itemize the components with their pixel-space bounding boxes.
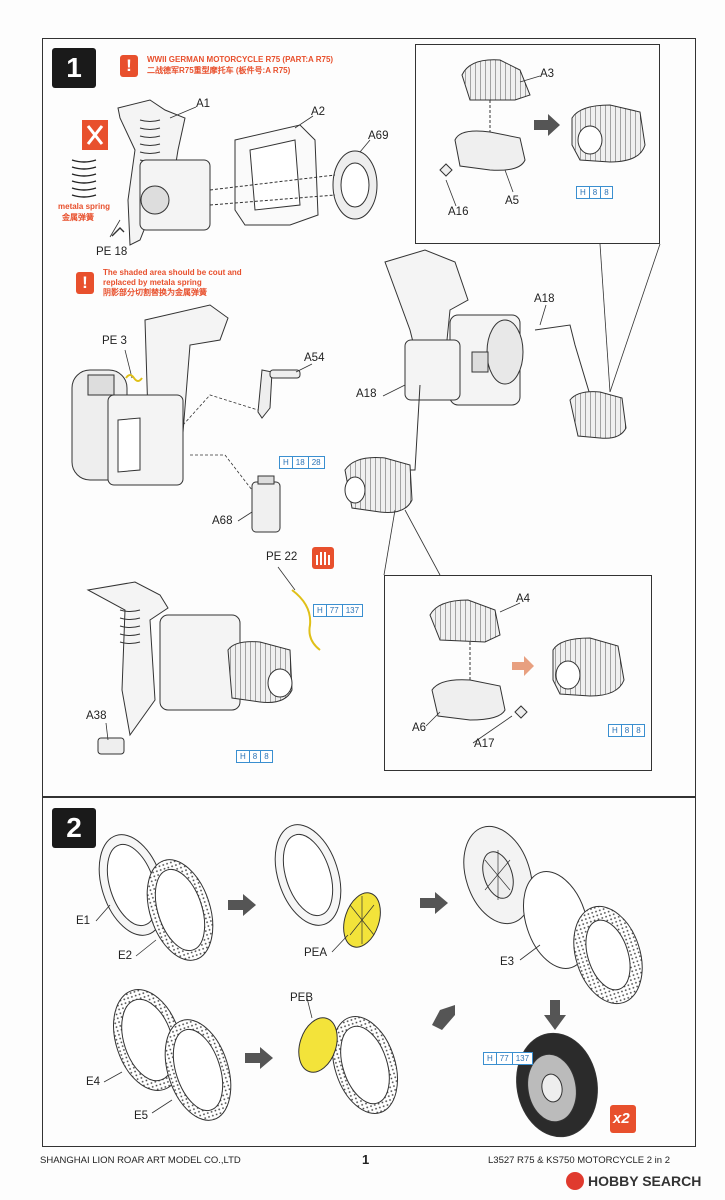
part-label-a68: A68 [212, 515, 233, 527]
part-label-a2: A2 [311, 106, 326, 118]
part-label-peb: PEB [290, 992, 314, 1004]
step2-number: 2 [52, 808, 96, 848]
part-label-pe22: PE 22 [266, 551, 298, 563]
engine-assembly-top [117, 99, 378, 246]
engine-assembly-right [344, 249, 627, 513]
detail-box-cylinder-left [384, 575, 652, 771]
watermark-logo-icon [566, 1172, 584, 1190]
spring-label-cn: 金属弹簧 [62, 213, 94, 222]
part-label-pea: PEA [304, 947, 328, 959]
part-label-e3: E3 [500, 956, 515, 968]
arrow-icon [228, 892, 566, 1069]
hand-icon [312, 547, 334, 569]
note-r75-cn: 二战德军R75重型摩托车 (板件号:A R75) [147, 66, 291, 75]
part-label-a3: A3 [540, 68, 555, 80]
part-label-a17: A17 [474, 738, 495, 750]
cylinder-left-parts [429, 599, 625, 721]
arrow-icon [534, 114, 560, 136]
part-label-pe18: PE 18 [96, 246, 128, 258]
cylinder-right-parts [439, 59, 646, 177]
part-label-e4: E4 [86, 1076, 101, 1088]
engine-assembly-bottom [86, 581, 293, 755]
cut-icon [82, 120, 108, 150]
part-label-pe3: PE 3 [102, 335, 127, 347]
step1-number: 1 [52, 48, 96, 88]
part-label-e2: E2 [118, 950, 133, 962]
part-label-a4: A4 [516, 593, 531, 605]
engine-assembly-mid [71, 304, 301, 533]
pe3-part [125, 374, 143, 382]
part-label-a1: A1 [196, 98, 211, 110]
note-spring: The shaded area should be cout and repla… [103, 268, 242, 297]
pe22-part [291, 589, 321, 651]
part-label-e1: E1 [76, 915, 91, 927]
part-label-a18-left: A18 [356, 388, 377, 400]
footer-company: SHANGHAI LION ROAR ART MODEL CO.,LTD [40, 1155, 241, 1166]
part-label-a6: A6 [412, 722, 427, 734]
part-label-a5: A5 [505, 195, 520, 207]
step1-panel [42, 38, 696, 797]
wheel-parts [98, 824, 643, 1138]
watermark: HOBBY SEARCH [566, 1172, 701, 1190]
metal-spring [71, 159, 97, 198]
footer-product: L3527 R75 & KS750 MOTORCYCLE 2 in 2 [488, 1155, 671, 1166]
detail-box-cylinder-right [415, 44, 660, 244]
spring-label-en: metala spring [58, 202, 111, 211]
step2-panel [42, 797, 696, 1147]
part-label-e5: E5 [134, 1110, 149, 1122]
part-label-a69: A69 [368, 130, 389, 142]
arrow-icon [512, 656, 534, 676]
footer-page-number: 1 [362, 1152, 370, 1167]
part-label-a38: A38 [86, 710, 107, 722]
note-r75-en: WWII GERMAN MOTORCYCLE R75 (PART:A R75) [147, 55, 334, 64]
peb-part [298, 1017, 338, 1073]
part-label-a16: A16 [448, 206, 469, 218]
part-label-a18-top: A18 [534, 293, 555, 305]
multiplier-text: x2 [613, 1110, 630, 1127]
part-label-a54: A54 [304, 352, 325, 364]
warning-icon: ! [76, 272, 94, 294]
warning-icon: ! [120, 55, 138, 77]
multiplier-badge [610, 1105, 636, 1133]
